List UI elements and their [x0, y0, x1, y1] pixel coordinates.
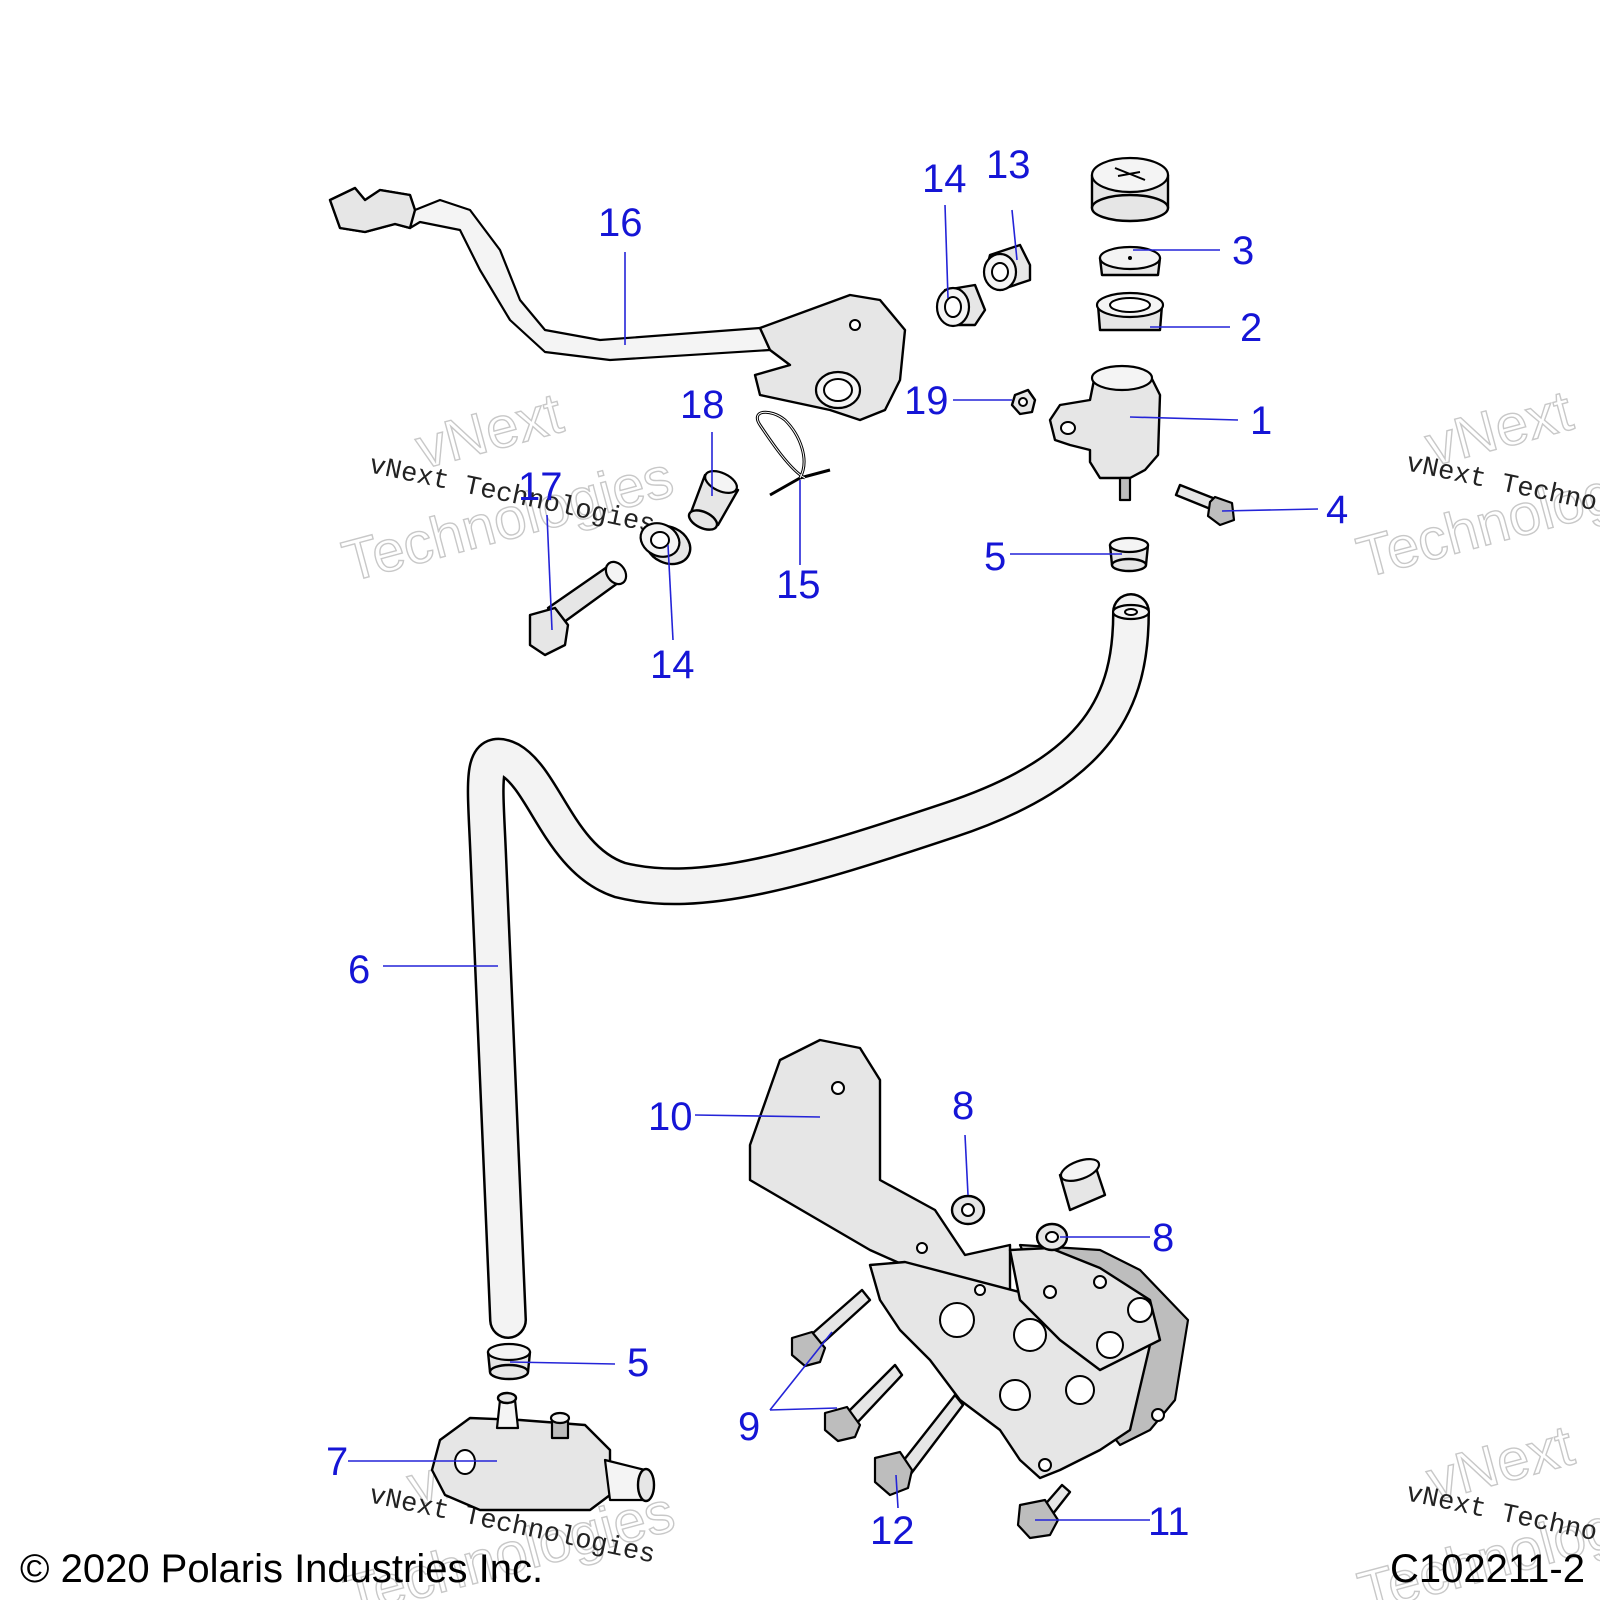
drawing-id: C102211-2	[1390, 1547, 1585, 1591]
callout-13: 13	[986, 143, 1031, 187]
leader-9b	[769, 1407, 838, 1411]
callout-1: 1	[1250, 399, 1272, 443]
fitting-block-7	[430, 1391, 656, 1512]
callout-labels: 1 2 3 4 5 5 6 7 8 8 9 10 11 12 13 14 14 …	[326, 143, 1348, 1553]
leader-10	[694, 1114, 821, 1118]
sleeve-18	[687, 470, 740, 531]
leader-1	[1129, 416, 1239, 421]
leader-4	[1221, 508, 1319, 512]
leader-14a	[944, 204, 949, 299]
brake-hose-6	[466, 593, 1151, 1339]
callout-15: 15	[776, 563, 821, 607]
hose-clamp-lower	[486, 1342, 532, 1381]
callout-4: 4	[1326, 488, 1348, 532]
bolt-9-lower	[823, 1363, 904, 1443]
callout-12: 12	[870, 1509, 915, 1553]
leader-12	[895, 1474, 899, 1509]
callout-2: 2	[1240, 306, 1262, 350]
leader-5b	[509, 1361, 616, 1365]
leader-13	[1011, 209, 1018, 261]
copyright-text: © 2020 Polaris Industries Inc.	[20, 1547, 543, 1591]
reservoir-diaphragm	[1098, 245, 1162, 277]
pivot-bolt-17	[528, 560, 628, 657]
nut-8-lower	[1035, 1222, 1069, 1252]
callout-9: 9	[738, 1405, 760, 1449]
callout-14-upper: 14	[922, 157, 967, 201]
callout-14-lower: 14	[650, 643, 695, 687]
callout-17: 17	[518, 465, 563, 509]
bolt-11	[1016, 1483, 1072, 1540]
bolt-9-upper	[790, 1288, 872, 1368]
bushing-13	[982, 243, 1032, 292]
master-cylinder	[1048, 364, 1162, 502]
reservoir-cap	[1090, 156, 1170, 223]
reservoir-seal	[1095, 291, 1165, 332]
nut-8-upper	[950, 1194, 986, 1226]
hose-clamp-upper	[1108, 536, 1150, 573]
callout-8-lower: 8	[1152, 1216, 1174, 1260]
pedal-mount-plate	[868, 1243, 1190, 1480]
leader-8a	[964, 1134, 969, 1196]
callout-18: 18	[680, 383, 725, 427]
spacer-sleeve	[1058, 1158, 1107, 1212]
return-spring-15	[756, 410, 831, 497]
brake-pedal	[328, 186, 907, 422]
bolt-12	[873, 1393, 965, 1497]
bolt-4	[1174, 483, 1236, 527]
callout-16: 16	[598, 201, 643, 245]
leader-9a	[769, 1331, 833, 1411]
leader-14b	[667, 544, 674, 641]
callout-6: 6	[348, 948, 370, 992]
leader-17	[546, 514, 553, 631]
callout-19: 19	[904, 379, 949, 423]
callout-5-upper: 5	[984, 535, 1006, 579]
callout-8-upper: 8	[952, 1084, 974, 1128]
callout-11: 11	[1148, 1500, 1190, 1544]
mounting-bracket-10	[748, 1038, 1012, 1307]
callout-10: 10	[648, 1095, 693, 1139]
callout-3: 3	[1232, 229, 1254, 273]
callout-7: 7	[326, 1440, 348, 1484]
nut-19	[1010, 388, 1037, 416]
leader-lines	[348, 204, 1319, 1521]
callout-5-lower: 5	[627, 1341, 649, 1385]
bushing-14-upper	[935, 283, 987, 328]
